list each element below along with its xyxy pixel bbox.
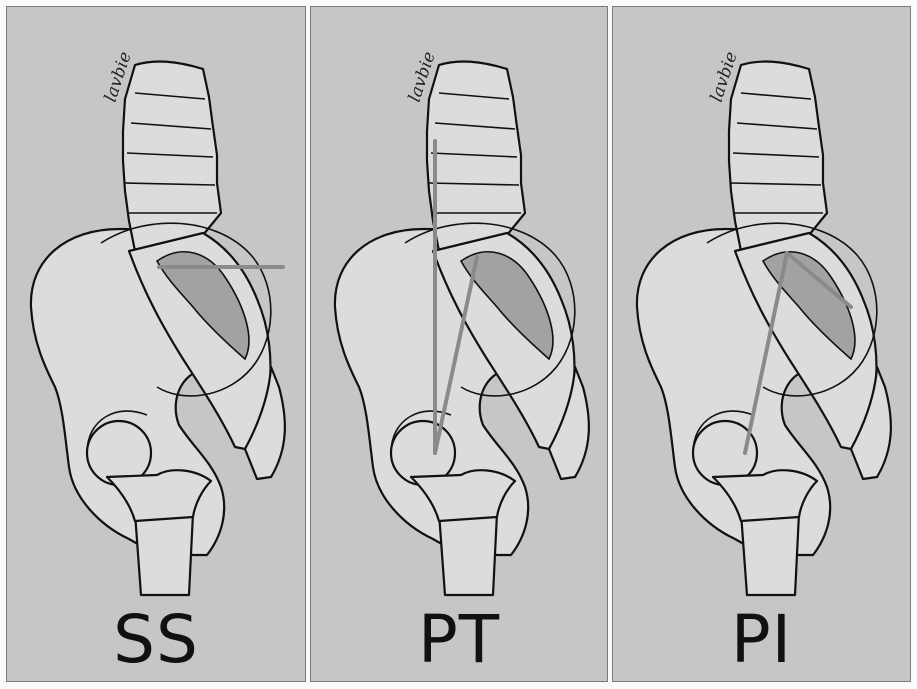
panel-ss: lavbie SS <box>6 6 306 682</box>
pelvis-illustration-ss: lavbie <box>7 7 306 682</box>
femoral-shaft <box>741 513 799 595</box>
panel-pt: lavbie PT <box>310 6 608 682</box>
pelvis-illustration-pt: lavbie <box>311 7 608 682</box>
pelvis-illustration-pi: lavbie <box>613 7 911 682</box>
panel-label-ss: SS <box>7 607 305 673</box>
panel-pi: lavbie PI <box>612 6 911 682</box>
femoral-shaft <box>439 513 497 595</box>
panel-label-pt: PT <box>311 607 607 673</box>
panel-label-pi: PI <box>613 607 910 673</box>
femoral-shaft <box>135 513 193 595</box>
